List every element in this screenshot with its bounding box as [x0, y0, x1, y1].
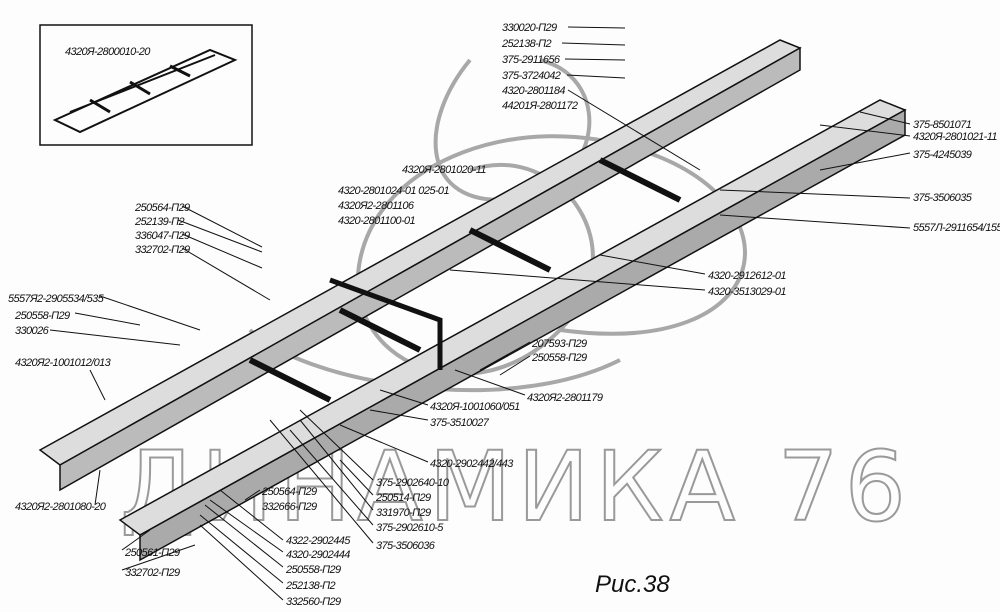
- part-label: 332702-П29: [125, 567, 180, 579]
- part-label: 4320Я-1001060/051: [430, 401, 520, 413]
- part-label: 4320-2801100-01: [338, 215, 416, 227]
- part-label: 375-3506036: [376, 540, 436, 552]
- part-label: 252138-П2: [285, 580, 336, 592]
- part-label: 4320-2801184: [502, 85, 565, 97]
- part-label: 250558-П29: [14, 310, 70, 322]
- part-label: 44201Я-2801172: [502, 100, 578, 112]
- part-label: 4320Я2-1001012/013: [15, 357, 112, 369]
- part-label: 4320-2902444: [286, 549, 350, 561]
- figure-caption: Рис.38: [595, 571, 670, 598]
- part-label: 5557Л-2911654/155: [913, 222, 1000, 234]
- part-label: 375-2902610-5: [376, 522, 444, 534]
- part-label: 207593-П29: [531, 338, 587, 350]
- part-label: 4320-2902442/443: [430, 458, 514, 470]
- part-label: 252138-П2: [501, 38, 552, 50]
- part-label: 4320Я-2801021-11: [913, 131, 997, 143]
- part-label: 375-8501071: [913, 119, 972, 131]
- part-label: 250561-П29: [124, 547, 180, 559]
- part-label: 4320-2912612-01: [708, 270, 786, 282]
- part-label: 375-2911656: [502, 54, 561, 66]
- part-label: 332702-П29: [135, 244, 190, 256]
- part-labels: 330020-П29 252138-П2 375-2911656 375-372…: [8, 22, 1000, 608]
- part-label: 4320Я2-2801106: [338, 200, 415, 212]
- part-label: 330020-П29: [502, 22, 557, 34]
- part-label: 4320Я2-2801080-20: [15, 501, 107, 513]
- part-label: 336047-П29: [135, 230, 190, 242]
- part-label: 250564-П29: [261, 486, 317, 498]
- part-label: 331970-П29: [376, 507, 431, 519]
- part-label: 250558-П29: [285, 564, 341, 576]
- part-label: 250514-П29: [375, 492, 431, 504]
- part-label: 250564-П29: [134, 202, 190, 214]
- part-label: 375-3506035: [913, 192, 973, 204]
- part-label: 5557Я2-2905534/535: [8, 293, 105, 305]
- part-label: 375-4245039: [913, 149, 972, 161]
- part-label: 250558-П29: [531, 352, 587, 364]
- part-label: 332666-П29: [262, 501, 317, 513]
- part-label: 4322-2902445: [286, 535, 351, 547]
- part-label: 252139-П2: [134, 216, 185, 228]
- part-label: 375-2902640-10: [376, 477, 450, 489]
- part-label: 332560-П29: [286, 596, 341, 608]
- part-label: 375-3510027: [430, 417, 490, 429]
- part-label: 330026: [15, 325, 50, 337]
- part-label: 375-3724042: [502, 70, 561, 82]
- leader-lines: [49, 26, 911, 601]
- inset-overview: 4320Я-2800010-20: [39, 24, 253, 146]
- part-label: 4320Я2-2801179: [527, 392, 603, 404]
- part-label: 4320-2801024-01 025-01: [338, 185, 449, 197]
- part-label: 4320-3513029-01: [708, 286, 786, 298]
- inset-part-number: 4320Я-2800010-20: [65, 46, 151, 58]
- part-label: 4320Я-2801020-11: [402, 164, 486, 176]
